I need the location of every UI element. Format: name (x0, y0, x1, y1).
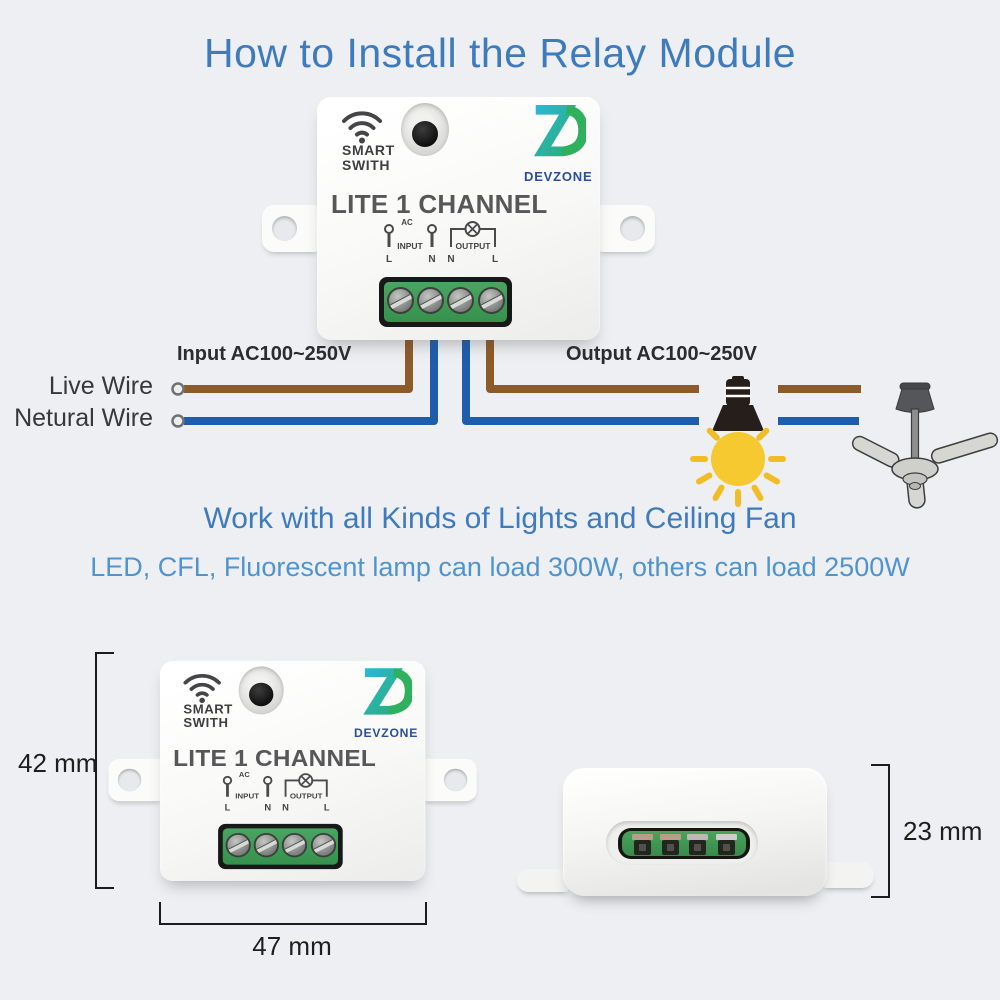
button-recess (238, 666, 284, 715)
marking-ac: AC (401, 218, 413, 227)
wiring-diagram (171, 337, 999, 509)
terminal-markings: AC INPUT OUTPUT L N N L (222, 770, 330, 812)
side-view-terminal (632, 834, 653, 855)
model-name: LITE 1 CHANNEL (173, 744, 377, 772)
live-wire-end-connector (171, 382, 185, 396)
marking-input: INPUT (235, 792, 259, 801)
mounting-ear-right (597, 205, 655, 252)
side-view-terminal (687, 834, 708, 855)
caption-headline: Work with all Kinds of Lights and Ceilin… (203, 502, 797, 535)
side-view-terminal-green (622, 831, 746, 856)
screw-hole (272, 216, 297, 241)
depth-dimension-bracket (871, 764, 890, 898)
wifi-icon (342, 111, 382, 144)
brand-logo: DEVZONE (353, 666, 419, 740)
side-view-terminal (716, 834, 737, 855)
terminal-block (379, 277, 512, 327)
screw-hole (620, 216, 645, 241)
terminal-screw (478, 287, 505, 314)
mounting-ear-left (108, 758, 163, 802)
screw-hole (117, 768, 142, 792)
screw-hole (443, 768, 468, 792)
marking-output: OUTPUT (456, 241, 492, 251)
terminal-screw (225, 832, 251, 858)
width-dimension-bracket (159, 902, 427, 925)
marking-output-n: N (282, 802, 289, 812)
side-view-mounting-ear-left (517, 869, 569, 892)
brand-logo: DEVZONE (524, 103, 593, 184)
depth-dimension-label: 23 mm (903, 816, 983, 846)
width-dimension-label: 47 mm (252, 931, 332, 961)
mounting-ear-right (422, 758, 477, 802)
neutral-wire-label: Netural Wire (14, 404, 153, 432)
model-name: LITE 1 CHANNEL (331, 189, 548, 219)
side-view-terminal (660, 834, 681, 855)
marking-input: INPUT (397, 241, 423, 251)
smart-switch-label: SMART SWITH (183, 701, 233, 730)
brand-name: DEVZONE (524, 169, 593, 184)
relay-module-dimension-view: SMART SWITH DEVZONE LITE 1 CHAN (108, 661, 477, 881)
round-black-button (412, 121, 438, 147)
terminal-screw (447, 287, 474, 314)
side-view-mounting-ear-right (822, 862, 874, 888)
neutral-wire-output (462, 337, 699, 425)
marking-input-n: N (264, 802, 271, 812)
terminal-screw (417, 287, 444, 314)
output-voltage-label: Output AC100~250V (566, 343, 757, 365)
terminal-screw (281, 832, 308, 858)
height-dimension-label: 42 mm (18, 748, 98, 778)
live-wire-label: Live Wire (48, 372, 153, 400)
marking-input-l: L (225, 802, 231, 812)
relay-module-front: SMART SWITH DEVZONE LITE 1 CHANNEL (262, 97, 655, 340)
neutral-wire-end-connector (171, 414, 185, 428)
wifi-icon (183, 673, 221, 704)
marking-output: OUTPUT (290, 792, 323, 801)
light-bulb-icon (690, 376, 786, 507)
input-voltage-label: Input AC100~250V (177, 343, 352, 365)
side-view-terminal-block (618, 828, 750, 859)
brand-logo-mark (363, 668, 414, 715)
terminal-screw (387, 287, 414, 314)
terminal-screw (310, 832, 337, 858)
marking-output-n: N (447, 254, 454, 265)
terminal-markings: AC INPUT OUTPUT L N N L (384, 218, 498, 265)
page-title: How to Install the Relay Module (203, 30, 797, 76)
mounting-ear-left (262, 205, 320, 252)
marking-ac: AC (239, 770, 251, 779)
neutral-wire-input (184, 337, 438, 425)
smart-switch-label: SMART SWITH (342, 142, 395, 174)
button-recess (401, 103, 449, 156)
live-wire-input (184, 337, 413, 393)
ceiling-fan-icon (851, 382, 999, 509)
round-black-button (249, 682, 274, 707)
marking-output-l: L (324, 802, 330, 812)
brand-logo-mark (533, 104, 588, 157)
brand-name: DEVZONE (353, 726, 419, 740)
terminal-block (218, 823, 343, 870)
caption-subline: LED, CFL, Fluorescent lamp can load 300W… (90, 552, 910, 582)
height-dimension-bracket (95, 652, 114, 889)
marking-output-l: L (492, 254, 498, 265)
marking-input-n: N (428, 254, 435, 265)
terminal-screw (253, 832, 279, 858)
marking-input-l: L (386, 254, 392, 265)
live-wire-output (486, 337, 699, 393)
